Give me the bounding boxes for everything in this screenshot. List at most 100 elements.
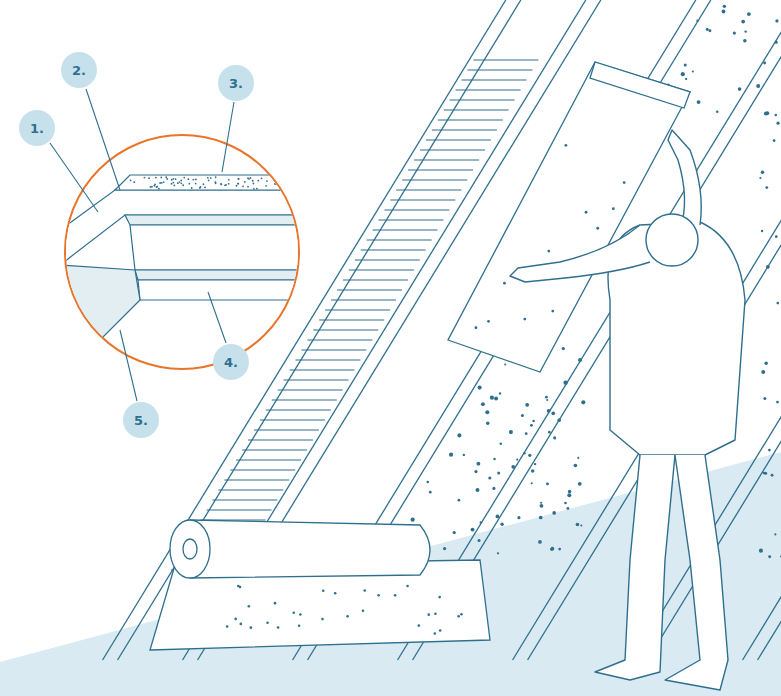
- dot: [775, 19, 778, 22]
- dot: [237, 183, 239, 185]
- lining-board: [331, 300, 396, 301]
- dot: [578, 358, 582, 362]
- dot: [363, 589, 366, 592]
- dot: [564, 502, 567, 505]
- dot: [517, 516, 520, 519]
- dot: [568, 490, 571, 493]
- dot: [471, 528, 475, 532]
- dot: [443, 547, 446, 550]
- lining-board: [462, 80, 527, 81]
- dot: [525, 403, 529, 407]
- dot: [234, 618, 237, 621]
- lining-board: [230, 470, 295, 471]
- dot: [761, 370, 765, 374]
- dot: [775, 235, 778, 238]
- dot: [538, 540, 542, 544]
- dot: [418, 624, 421, 627]
- dot: [486, 421, 489, 424]
- dot: [165, 176, 167, 178]
- leader-lines: [50, 89, 234, 401]
- dot: [496, 514, 500, 518]
- lining-board: [408, 170, 473, 171]
- lining-board: [384, 210, 449, 211]
- dot: [774, 533, 776, 535]
- insulation-roll: [150, 520, 490, 650]
- dot: [214, 181, 216, 183]
- callout-label: 5.: [134, 413, 148, 428]
- callout-label: 4.: [224, 355, 238, 370]
- dot: [457, 615, 460, 618]
- lining-board: [254, 430, 319, 431]
- dot: [553, 436, 556, 439]
- dot: [171, 183, 173, 185]
- dot: [173, 182, 175, 184]
- lining-board: [307, 340, 372, 341]
- dot: [480, 521, 482, 523]
- lining-board: [396, 190, 461, 191]
- dot: [716, 110, 719, 113]
- dot: [433, 632, 436, 635]
- rafter-line: [758, 0, 781, 660]
- dot: [249, 177, 251, 179]
- dot: [761, 171, 764, 174]
- dot: [274, 602, 277, 605]
- dot: [563, 380, 567, 384]
- dot: [394, 594, 397, 597]
- dot: [525, 432, 528, 435]
- dot: [493, 458, 495, 460]
- dot: [539, 516, 543, 520]
- dot: [158, 188, 160, 190]
- dot: [274, 183, 276, 185]
- dot: [723, 5, 726, 8]
- dot: [500, 443, 502, 445]
- dot: [177, 182, 179, 184]
- callout-number: 2.: [61, 52, 97, 88]
- dot: [765, 186, 768, 189]
- dot: [322, 589, 325, 592]
- dot: [492, 487, 495, 490]
- lining-board: [343, 280, 408, 281]
- lining-board: [224, 480, 289, 481]
- dot: [175, 178, 177, 180]
- dot: [237, 585, 240, 588]
- dot: [765, 111, 769, 115]
- dot: [780, 555, 781, 557]
- dot: [708, 29, 711, 32]
- dot: [438, 596, 441, 599]
- lining-board: [236, 460, 301, 461]
- dot: [768, 555, 771, 558]
- dot: [528, 454, 531, 457]
- lining-board: [456, 90, 521, 91]
- dot: [163, 181, 165, 183]
- dot: [776, 401, 779, 404]
- lining-board: [355, 260, 420, 261]
- dot: [540, 504, 544, 508]
- dot: [188, 183, 190, 185]
- dot: [204, 186, 206, 188]
- leader-line: [86, 89, 120, 190]
- dot: [562, 347, 565, 350]
- dot: [567, 493, 571, 497]
- dot: [540, 502, 542, 504]
- dot: [439, 629, 442, 632]
- dot: [429, 491, 432, 494]
- dot: [220, 183, 222, 185]
- lining-board: [450, 100, 515, 101]
- dot: [265, 185, 267, 187]
- dot: [759, 177, 761, 179]
- dot: [238, 178, 240, 180]
- dot: [172, 178, 174, 180]
- dot: [292, 188, 294, 190]
- dot: [238, 178, 240, 180]
- dot: [426, 481, 429, 484]
- lining-board: [284, 380, 349, 381]
- lining-board: [402, 180, 467, 181]
- dot: [171, 179, 173, 181]
- layer-detail: [40, 175, 300, 380]
- lining-board: [301, 350, 366, 351]
- dot: [771, 474, 774, 477]
- dot: [768, 449, 771, 452]
- dot: [497, 552, 499, 554]
- dot: [738, 87, 742, 91]
- dot: [406, 585, 409, 588]
